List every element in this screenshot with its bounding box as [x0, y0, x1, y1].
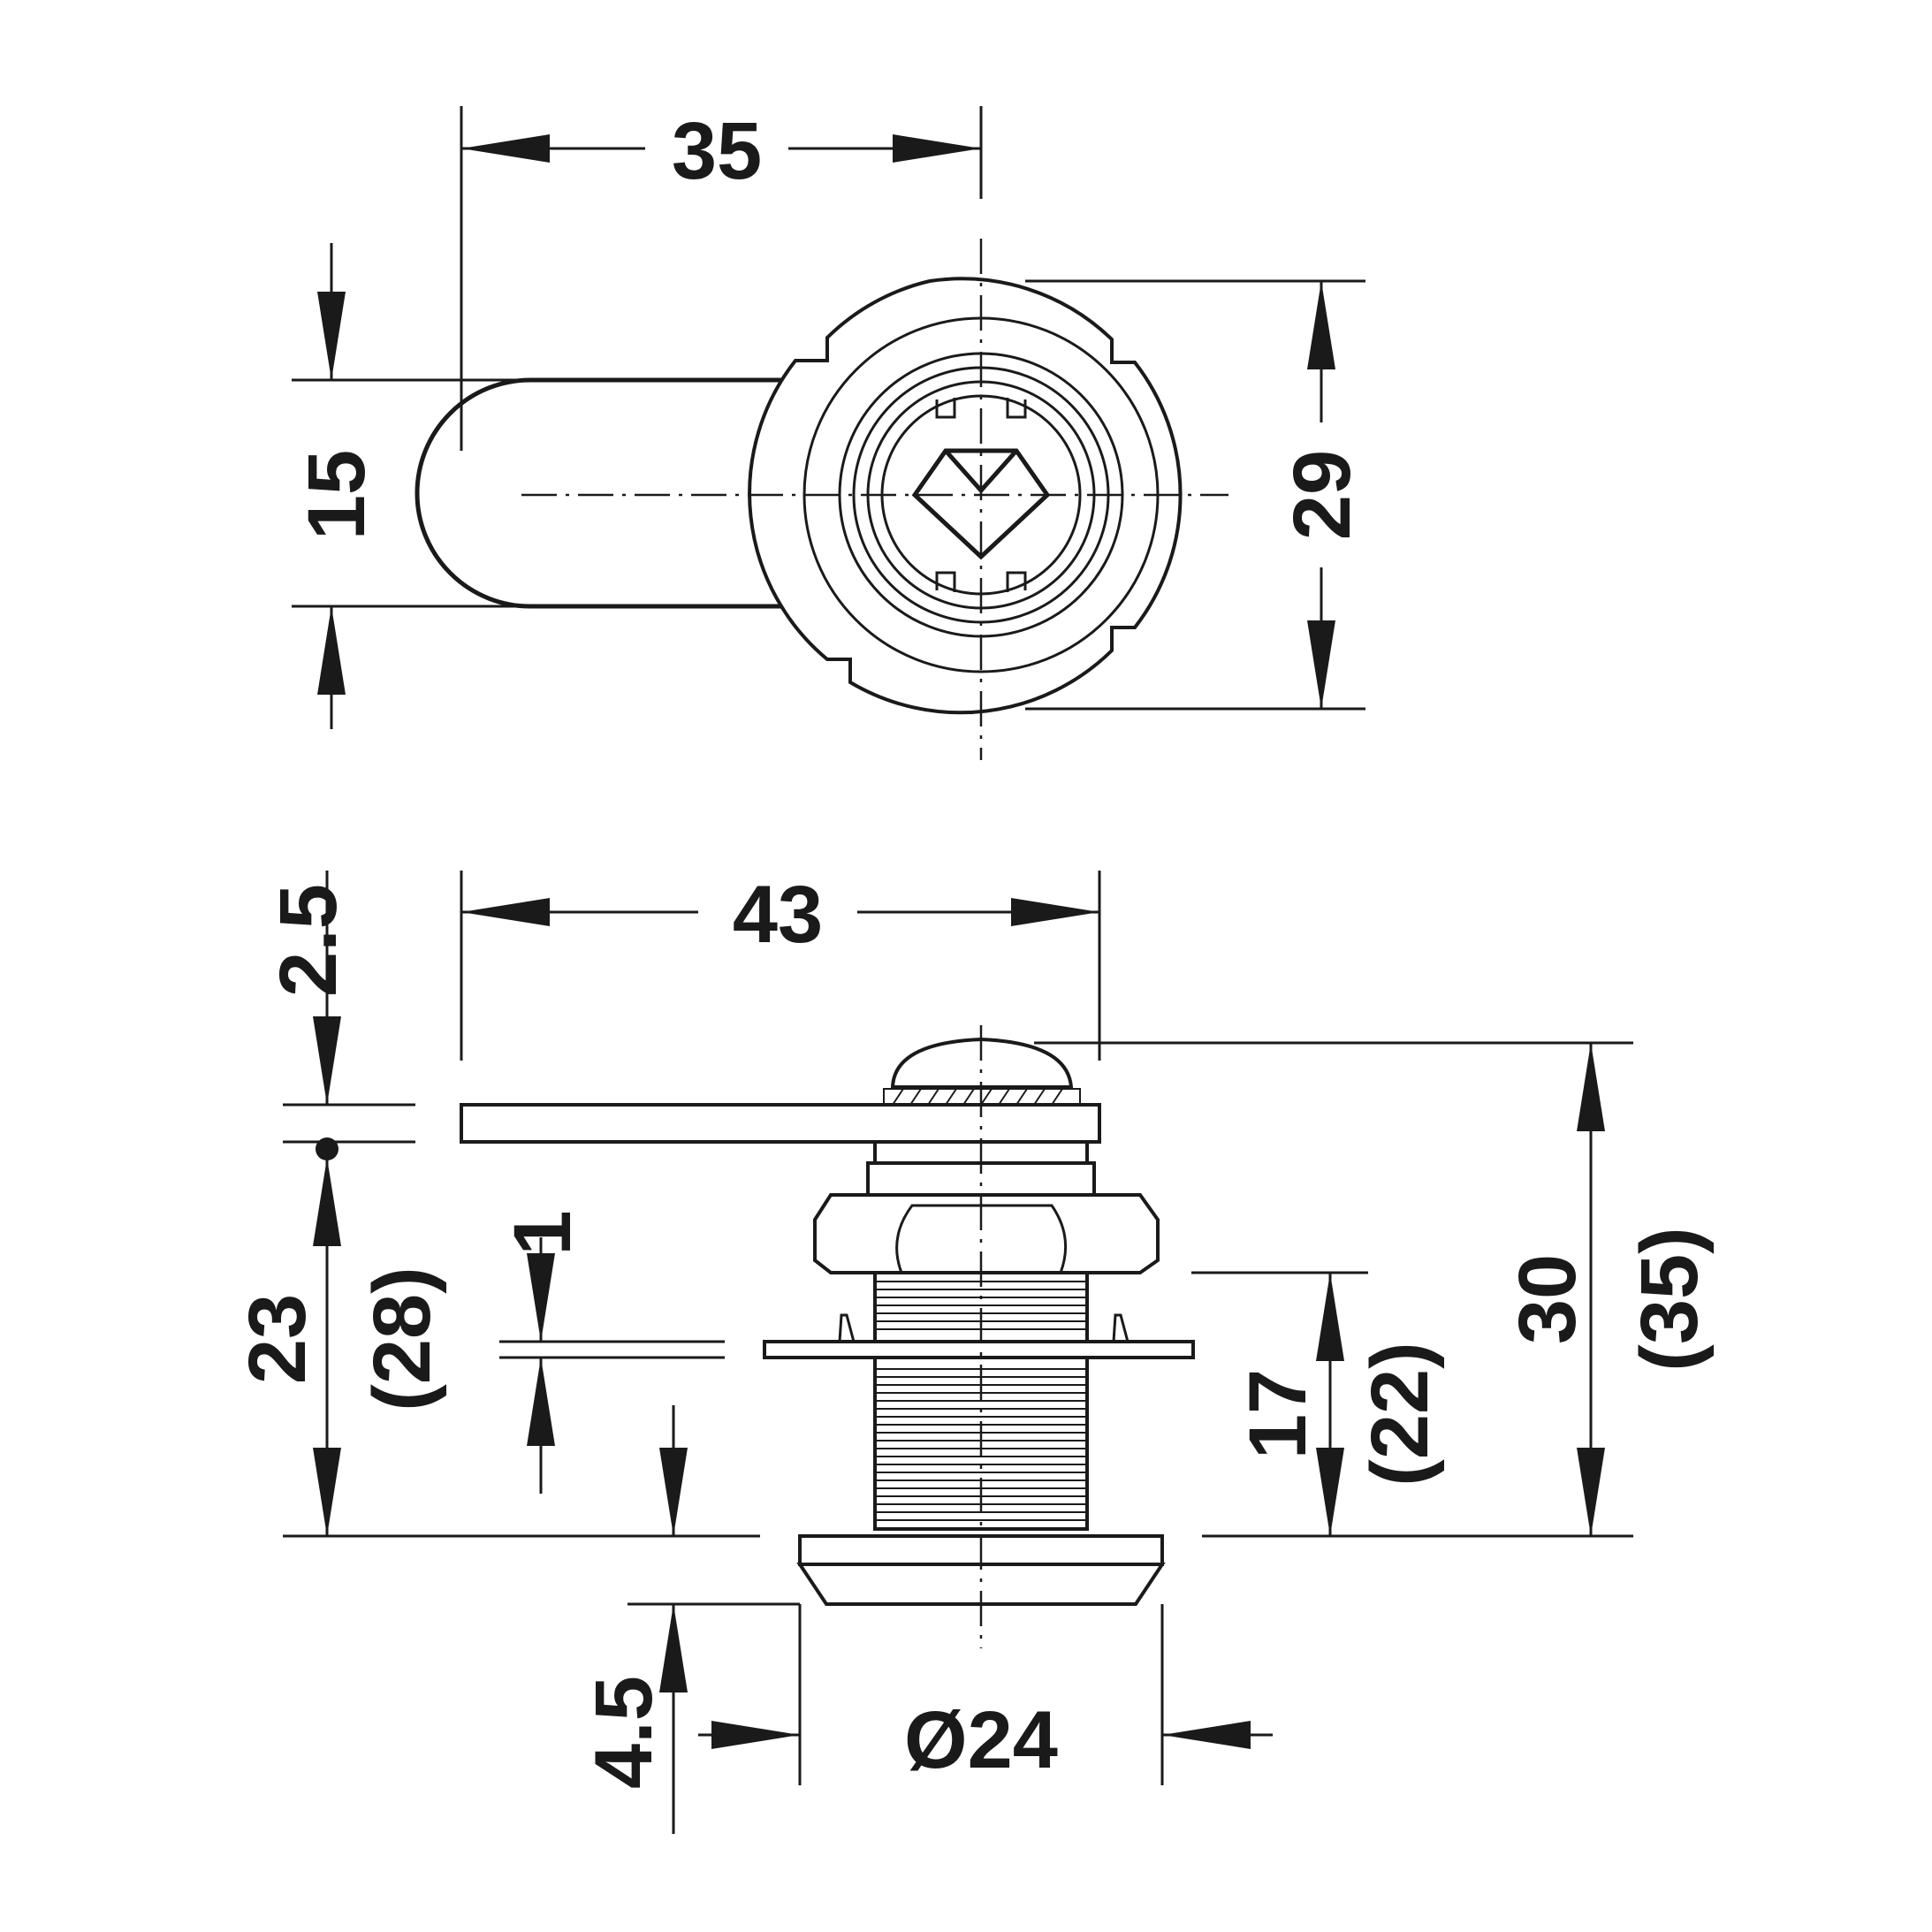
dim-label-22: (22): [1355, 1342, 1445, 1487]
dim-label-4-5: 4.5: [579, 1676, 669, 1789]
arrow-17-bottom: [1316, 1448, 1344, 1536]
arrow-23-top: [313, 1158, 341, 1246]
dim-label-o24: Ø24: [904, 1695, 1058, 1785]
arrow-35-left: [461, 134, 550, 163]
retaining-clip: [763, 1340, 1195, 1359]
arrow-24-right: [1162, 1721, 1251, 1749]
arrow-25: [313, 1016, 341, 1105]
arrow-30-bottom: [1577, 1448, 1605, 1536]
clip-tab-left: [838, 1313, 856, 1343]
cap-knurl: [883, 1088, 1081, 1106]
side-view: 43 2.5 23 (28) 1 17 (22): [232, 870, 1715, 1834]
core-slot-top: [935, 398, 1027, 419]
dim-label-28: (28): [357, 1266, 447, 1411]
arrow-1-bottom: [527, 1358, 555, 1446]
hex-nut: [813, 1193, 1160, 1274]
top-view: 35 15 29: [292, 106, 1367, 760]
dim-label-35-alt: (35): [1624, 1227, 1715, 1372]
dim-label-43: 43: [733, 870, 823, 960]
cam-plate: [460, 1103, 1101, 1144]
arrow-15-top: [317, 292, 346, 380]
arrow-43-right: [1011, 898, 1099, 926]
dim-label-29: 29: [1277, 450, 1367, 540]
arrow-1-top: [527, 1253, 555, 1342]
arrow-29-bottom: [1307, 620, 1335, 709]
flange-bevel: [796, 1563, 1166, 1606]
arrow-35-right: [893, 134, 981, 163]
arrow-43-left: [461, 898, 550, 926]
arrow-23-bottom: [313, 1448, 341, 1536]
dim-label-1: 1: [498, 1210, 588, 1255]
arrow-24-left: [711, 1721, 800, 1749]
arrow-flange-top: [659, 1448, 688, 1536]
arrow-30-top: [1577, 1043, 1605, 1131]
dim-label-35: 35: [672, 106, 762, 196]
arrow-17-top: [1316, 1273, 1344, 1361]
arrow-15-bottom: [317, 606, 346, 695]
core-slot-bottom: [935, 571, 1027, 592]
dim-label-2-5: 2.5: [263, 884, 354, 997]
arrow-45: [659, 1604, 688, 1692]
dim-label-30: 30: [1502, 1254, 1593, 1344]
clip-tab-right: [1112, 1313, 1130, 1343]
dim-label-23: 23: [232, 1294, 323, 1384]
dim-label-15: 15: [292, 450, 382, 540]
arrow-29-top: [1307, 281, 1335, 369]
dim-label-17: 17: [1233, 1369, 1323, 1459]
cam-arm: [415, 377, 795, 609]
